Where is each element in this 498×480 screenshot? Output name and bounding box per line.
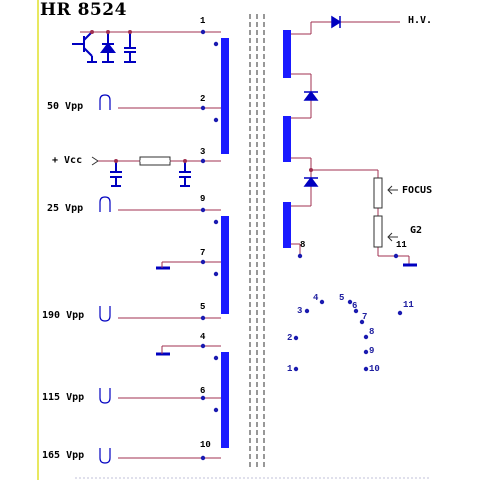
signal-label-50vpp: 50 Vpp <box>47 101 84 112</box>
socket-number-8: 8 <box>369 327 375 337</box>
page-title: HR 8524 <box>40 0 127 20</box>
winding-secondary-b <box>221 352 229 448</box>
socket-number-4: 4 <box>313 293 319 303</box>
pin-number-2: 2 <box>200 94 206 104</box>
hv-diode-low <box>303 176 319 187</box>
socket-number-2: 2 <box>287 333 293 343</box>
pin-number-10: 10 <box>200 440 211 450</box>
vcc-input-arrow <box>91 156 99 166</box>
socket-number-11: 11 <box>403 300 414 310</box>
pulse-25vpp-icon <box>99 196 111 212</box>
pin-number-1: 1 <box>200 16 206 26</box>
tuning-capacitor <box>124 32 136 63</box>
socket-pins <box>293 299 403 372</box>
pin-number-6: 6 <box>200 386 206 396</box>
damper-diode <box>100 32 116 63</box>
output-label-g2: G2 <box>410 225 423 236</box>
signal-label-115vpp: 115 Vpp <box>42 392 85 403</box>
switch-transistor <box>72 31 97 63</box>
socket-number-10: 10 <box>369 364 380 374</box>
hv-diode-top <box>331 15 342 29</box>
pin-number-4: 4 <box>200 332 206 342</box>
winding-secondary-a <box>221 216 229 314</box>
focus-resistor <box>373 177 383 209</box>
pulse-50vpp-icon <box>99 94 111 110</box>
socket-number-1: 1 <box>287 364 293 374</box>
output-label-focus: FOCUS <box>402 185 433 196</box>
pulse-190vpp-icon <box>99 306 111 322</box>
socket-number-5: 5 <box>339 293 345 303</box>
pin-number-9: 9 <box>200 194 206 204</box>
hv-diode-mid <box>303 90 319 101</box>
hv-windings <box>283 30 291 248</box>
pin-number-11: 11 <box>396 240 407 250</box>
output-label-hv: H.V. <box>408 15 433 26</box>
pin-number-8: 8 <box>300 240 306 250</box>
filter-capacitor-1 <box>110 161 122 187</box>
signal-label-190vpp: 190 Vpp <box>42 310 85 321</box>
signal-label-165vpp: 165 Vpp <box>42 450 85 461</box>
pulse-165vpp-icon <box>99 448 111 464</box>
socket-number-9: 9 <box>369 346 375 356</box>
socket-number-7: 7 <box>362 312 368 322</box>
pin-number-7: 7 <box>200 248 206 258</box>
signal-label-vcc: + Vcc <box>52 155 83 166</box>
filter-capacitor-2 <box>179 161 191 187</box>
transformer-core <box>249 14 265 470</box>
socket-number-6: 6 <box>352 301 358 311</box>
winding-primary-1 <box>221 38 229 154</box>
signal-label-25vpp: 25 Vpp <box>47 203 84 214</box>
socket-number-3: 3 <box>297 306 303 316</box>
pin-number-3: 3 <box>200 147 206 157</box>
pulse-115vpp-icon <box>99 388 111 404</box>
g2-resistor <box>373 215 383 248</box>
pin-number-5: 5 <box>200 302 206 312</box>
